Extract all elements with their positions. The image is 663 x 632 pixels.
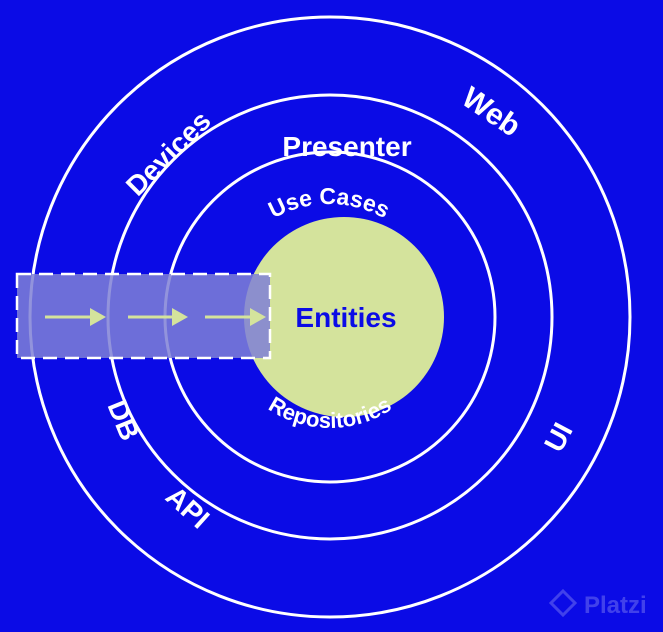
entities-label: Entities — [295, 302, 396, 333]
platzi-watermark: Platzi — [548, 588, 647, 619]
api-label: API — [160, 480, 215, 534]
use-cases-text: Use Cases — [264, 183, 394, 223]
use-cases-label: Use Cases — [264, 183, 394, 223]
ui-label: UI — [538, 418, 579, 457]
arrow-3-head — [250, 308, 266, 326]
arrow-2-head — [172, 308, 188, 326]
dependency-arrows — [45, 308, 266, 326]
web-label: Web — [456, 81, 527, 143]
platzi-logo-icon — [548, 588, 578, 618]
devices-label: Devices — [120, 105, 217, 202]
presenter-label: Presenter — [282, 131, 411, 162]
entities-core — [244, 217, 444, 417]
db-label: DB — [102, 396, 146, 445]
arrow-1-head — [90, 308, 106, 326]
watermark-label: Platzi — [584, 592, 647, 619]
